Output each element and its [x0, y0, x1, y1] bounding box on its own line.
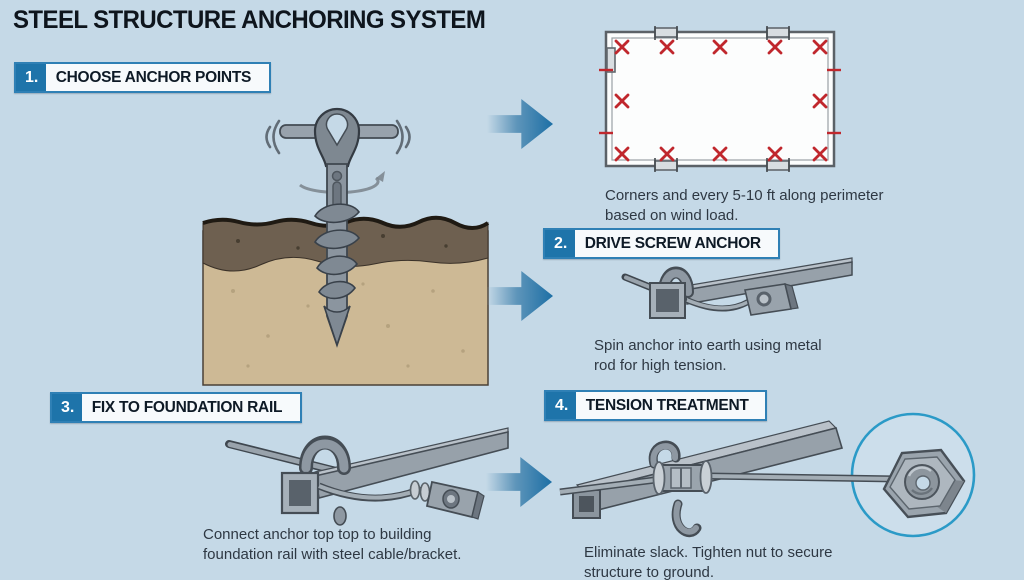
- anchor-eye-head: [313, 107, 361, 168]
- cable-outline: [559, 476, 656, 496]
- steel-cable: [707, 474, 899, 481]
- rail-top-face: [684, 257, 853, 293]
- soil-speckles-dark: [236, 234, 448, 250]
- rail-front-face: [582, 427, 844, 513]
- flange-ring: [699, 460, 713, 494]
- anchor-eye-hole: [325, 113, 349, 147]
- rail-front-face: [684, 261, 853, 305]
- cable-outline: [685, 297, 750, 312]
- soil-dark-layer: [202, 217, 489, 272]
- tube-end: [649, 282, 686, 319]
- arrow-right-icon: [487, 271, 553, 321]
- rail-top-face: [575, 420, 838, 493]
- anchor-point-markers: [614, 39, 828, 162]
- tube-end-hole: [579, 496, 594, 512]
- step-3-number-badge: 3.: [52, 394, 83, 421]
- step-3-header: 3. FIX TO FOUNDATION RAIL: [50, 392, 302, 423]
- flange-ring: [652, 461, 666, 495]
- cable-outline: [707, 472, 899, 483]
- step-1-number-badge: 1.: [16, 64, 47, 91]
- shackle-outline: [299, 435, 351, 475]
- plan-red-ticks: [599, 68, 841, 135]
- tube-end: [280, 471, 320, 515]
- tension-treatment-illustration: [559, 412, 976, 538]
- hook-outline: [648, 440, 681, 469]
- cable-bracket: [425, 480, 480, 519]
- tube-end-hole: [656, 289, 679, 312]
- shackle-icon: [301, 439, 349, 473]
- vibration-marks-icon: [265, 119, 411, 155]
- soil-speckles-light: [231, 282, 465, 368]
- plan-edge-tabs: [606, 27, 790, 171]
- plan-outer-wall: [604, 30, 836, 168]
- step-3-label: FIX TO FOUNDATION RAIL: [92, 399, 283, 416]
- cable-end-in-hole: [447, 495, 455, 503]
- shaft-pin-hole: [331, 170, 343, 182]
- magnifier-circle: [850, 412, 976, 538]
- anchor-points-plan-diagram: [599, 26, 841, 172]
- soil-light-layer: [202, 230, 489, 386]
- drive-rod: [624, 275, 673, 298]
- step-4-number-badge: 4.: [546, 392, 577, 419]
- drive-rod-outline: [621, 273, 676, 300]
- rod: [227, 442, 350, 476]
- hook-above: [650, 443, 678, 467]
- rail-front-face: [314, 430, 509, 499]
- page-title: STEEL STRUCTURE ANCHORING SYSTEM: [13, 6, 486, 34]
- ferrule-ring: [419, 482, 431, 502]
- shaft-slot: [332, 181, 342, 209]
- step-3-caption: Connect anchor top top to building found…: [203, 526, 462, 563]
- soil-surface-line: [202, 215, 490, 230]
- arrow-right-icon: [486, 457, 552, 507]
- step-2-caption: Spin anchor into earth using metal rod f…: [594, 337, 822, 374]
- rotation-swirl-icon: [299, 171, 385, 194]
- bracket-side-face: [471, 491, 485, 520]
- bracket-ring: [756, 291, 772, 307]
- steel-cable: [559, 478, 656, 494]
- plan-tab-ticks: [654, 26, 790, 172]
- anchor-handle-bar: [279, 124, 399, 139]
- bracket-hole: [442, 489, 460, 509]
- screw-anchor-illustration: [202, 107, 490, 386]
- ferrule-ring: [409, 480, 421, 500]
- step-1-label: CHOOSE ANCHOR POINTS: [56, 69, 252, 86]
- tube-end-hole: [289, 480, 311, 506]
- step-1-header: 1. CHOOSE ANCHOR POINTS: [14, 62, 271, 93]
- step-2-label: DRIVE SCREW ANCHOR: [585, 235, 762, 252]
- anchor-shaft: [326, 163, 348, 348]
- step-4-label: TENSION TREATMENT: [586, 397, 749, 414]
- bracket-side-face: [784, 283, 799, 310]
- shackle-icon: [660, 269, 692, 296]
- cable-outline: [317, 482, 435, 502]
- step-1-caption: Corners and every 5-10 ft along perimete…: [605, 187, 884, 224]
- steel-cable: [686, 298, 749, 310]
- hook-below: [673, 501, 699, 535]
- tube-end: [572, 489, 601, 519]
- step-2-number-badge: 2.: [545, 230, 576, 257]
- plan-inner-wall: [611, 37, 829, 161]
- turnbuckle-body: [658, 464, 706, 492]
- drive-screw-anchor-illustration: [621, 257, 853, 319]
- step-4-header: 4. TENSION TREATMENT: [544, 390, 768, 421]
- cable-bracket: [744, 283, 792, 316]
- arrow-right-icon: [487, 99, 553, 149]
- hook-outline: [671, 499, 702, 538]
- step-4-caption: Eliminate slack. Tighten nut to secure s…: [584, 544, 833, 580]
- turnbuckle-detail: [670, 467, 692, 489]
- hex-nut-detail: [882, 448, 966, 519]
- steel-cable: [318, 484, 435, 500]
- foundation-rail-illustration: [225, 427, 509, 526]
- rod-outline: [225, 440, 352, 478]
- shackle-outline: [658, 266, 694, 298]
- pin-below-rail: [333, 506, 347, 526]
- rail-top-face: [314, 427, 509, 479]
- helix-blades: [314, 203, 360, 348]
- step-2-header: 2. DRIVE SCREW ANCHOR: [543, 228, 780, 259]
